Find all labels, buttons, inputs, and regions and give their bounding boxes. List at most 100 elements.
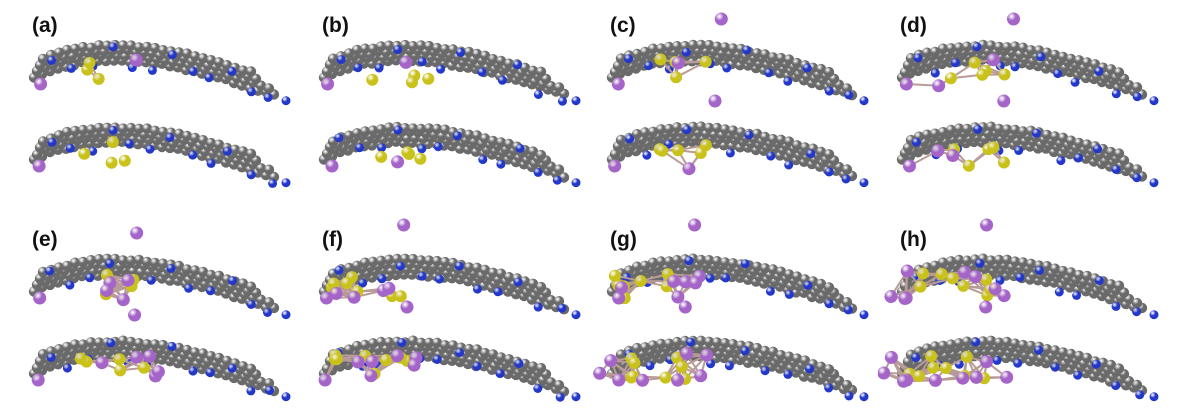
carbon-atom [823,364,835,375]
carbon-atom [945,339,957,350]
carbon-atom [245,363,257,374]
nitrogen-atom [165,133,175,142]
carbon-atom [1081,139,1093,150]
carbon-atom [519,276,531,287]
lithium-atom [151,365,165,379]
carbon-atom [929,260,941,271]
carbon-atom [263,297,275,308]
lithium-atom [329,287,343,300]
carbon-atom [487,135,499,147]
carbon-atom [1105,279,1117,290]
nitrogen-atom [1091,359,1101,369]
carbon-atom [173,342,185,354]
carbon-atom [1041,129,1053,141]
carbon-atom [503,272,515,283]
sulfur-atom [78,147,91,160]
lithium-atom [33,291,47,305]
carbon-atom [1041,344,1053,355]
carbon-atom [631,129,643,140]
carbon-atom [367,125,379,136]
carbon-atom [553,164,565,175]
carbon-atom [133,123,145,134]
panel-label: (e) [32,228,58,251]
carbon-atom [921,129,933,140]
nitrogen-atom [911,137,921,147]
nitrogen-atom [374,63,384,73]
carbon-atom [367,338,379,349]
carbon-atom [695,335,707,346]
carbon-atom [213,139,225,150]
nitrogen-atom [246,386,256,396]
carbon-atom [655,124,667,135]
nitrogen-atom [972,42,982,52]
nitrogen-atom [246,87,256,97]
lithium-atom [956,371,970,385]
carbon-atom [69,43,81,54]
carbon-atom [77,256,89,268]
carbon-atom [343,130,355,141]
nitrogen-atom [644,61,654,71]
nitrogen-atom [571,96,581,106]
sulfur-atom [330,353,343,366]
carbon-atom [1025,258,1037,269]
carbon-atom [527,278,539,289]
nitrogen-atom [66,63,76,73]
nitrogen-atom [805,364,815,374]
carbon-atom [655,256,667,267]
carbon-atom [213,270,225,281]
carbon-atom [775,266,787,277]
carbon-atom [1073,350,1085,362]
nitrogen-atom [417,144,427,154]
carbon-atom [237,278,249,289]
nitrogen-atom [1132,92,1142,102]
nitrogen-atom [228,276,237,286]
nitrogen-atom [353,63,363,73]
carbon-atom [1113,67,1125,78]
nitrogen-atom [740,346,750,356]
nitrogen-atom [913,53,923,63]
sulfur-atom [670,71,683,84]
nitrogen-atom [1093,144,1102,154]
carbon-atom [93,254,105,265]
nitrogen-atom [1073,370,1083,380]
nitrogen-atom [1149,310,1159,320]
panel-label: (a) [32,14,58,37]
structure-render [878,218,1159,402]
sulfur-atom [976,68,989,81]
carbon-atom [993,123,1005,135]
nitrogen-atom [334,265,344,275]
nitrogen-atom [452,131,462,141]
sulfur-atom [114,364,127,377]
sulfur-atom [699,139,712,152]
nitrogen-atom [188,66,198,76]
carbon-atom [759,345,771,357]
lithium-atom [968,270,982,284]
carbon-atom [359,339,371,351]
sulfur-atom [914,280,927,293]
carbon-atom [759,263,771,274]
carbon-atom [463,129,475,140]
carbon-atom [181,264,193,275]
lithium-atom [611,77,625,91]
carbon-atom [695,254,707,266]
nitrogen-atom [393,125,403,135]
carbon-atom [1105,359,1117,371]
carbon-atom [687,39,699,51]
carbon-atom [961,255,973,266]
lithium-atom [680,346,694,360]
carbon-atom [53,262,65,273]
carbon-atom [719,338,731,349]
panel-label: (d) [900,14,927,37]
carbon-atom [655,43,667,54]
carbon-atom [783,136,795,147]
lithium-atom [689,276,702,290]
nitrogen-atom [377,274,387,284]
carbon-atom [471,48,483,60]
lithium-atom [612,291,626,305]
nitrogen-atom [246,299,256,309]
lithium-atom [34,77,48,91]
carbon-atom [383,337,395,348]
carbon-atom [263,378,275,389]
lithium-atom [321,77,335,91]
carbon-atom [487,349,499,360]
